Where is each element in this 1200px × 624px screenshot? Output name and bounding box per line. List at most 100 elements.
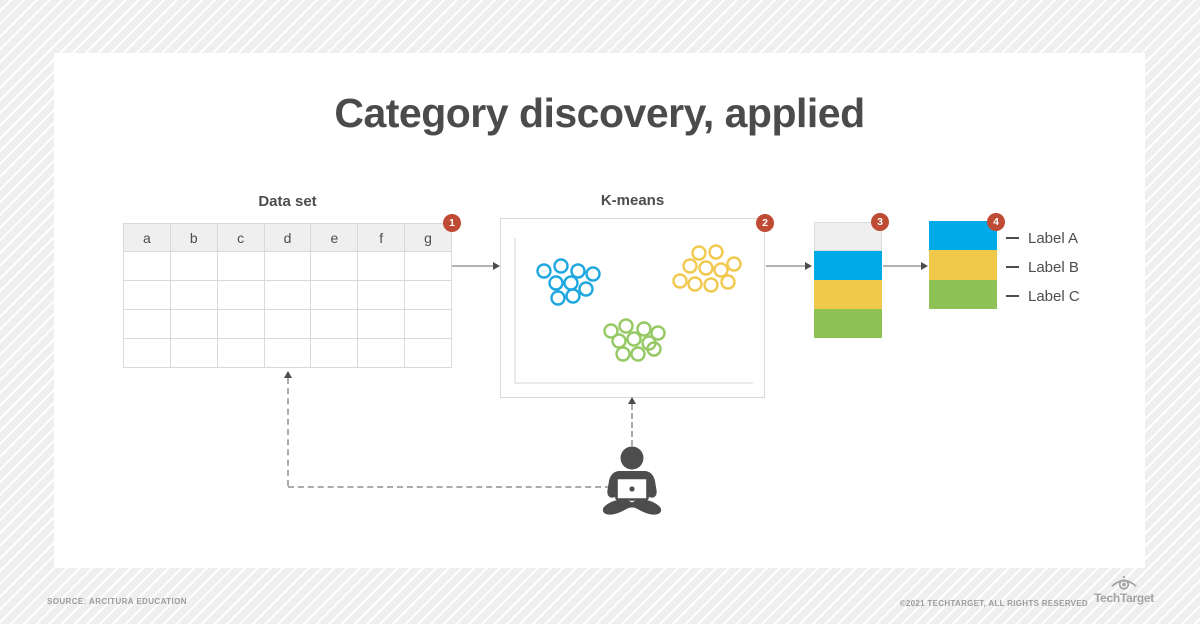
table-cell <box>217 339 265 368</box>
label-row: Label C <box>1006 287 1080 305</box>
table-cell <box>405 281 452 310</box>
kmeans-scatter-icon <box>514 238 753 384</box>
arrow-1-head-icon <box>493 261 500 270</box>
label-row: Label B <box>1006 258 1079 276</box>
bar-segment-cluster-yellow <box>929 250 997 280</box>
table-cell <box>405 252 452 281</box>
dashed-line-person-to-table-horizontal <box>288 486 611 488</box>
eye-icon <box>1111 576 1137 590</box>
green-cluster-point <box>603 323 619 339</box>
table-cell <box>405 310 452 339</box>
yellow-cluster-point <box>720 274 736 290</box>
table-cell <box>311 310 359 339</box>
bar-segment-cluster-blue <box>814 251 882 280</box>
dashed-line-person-to-kmeans <box>631 404 633 446</box>
yellow-cluster-point <box>687 276 703 292</box>
step-badge-3: 3 <box>871 213 889 231</box>
table-cell <box>264 339 312 368</box>
green-cluster-point <box>630 346 646 362</box>
table-cell <box>264 252 312 281</box>
kmeans-plot <box>500 218 765 398</box>
label-text: Label A <box>1028 229 1079 247</box>
table-cell <box>170 281 218 310</box>
table-cell <box>358 252 406 281</box>
table-cell <box>217 281 265 310</box>
table-header-a: a <box>124 224 171 252</box>
table-header-b: b <box>170 224 218 252</box>
blue-cluster-point <box>548 275 564 291</box>
table-cell <box>311 281 359 310</box>
arrow-2-line <box>766 265 806 267</box>
copyright-text: ©2021 TECHTARGET, ALL RIGHTS RESERVED <box>899 599 1088 608</box>
table-cell <box>264 281 312 310</box>
brand-name: TechTarget <box>1094 591 1154 605</box>
label-text: Label B <box>1028 258 1079 276</box>
label-row: Label A <box>1006 229 1078 247</box>
blue-cluster-point <box>570 263 586 279</box>
green-cluster-point <box>626 331 642 347</box>
yellow-cluster-point <box>726 256 742 272</box>
bar-segment-cluster-green <box>929 280 997 309</box>
table-header-c: c <box>217 224 265 252</box>
table-cell <box>124 281 171 310</box>
stacked-bar-2 <box>929 221 997 309</box>
person-laptop-icon <box>602 446 662 515</box>
yellow-cluster-point <box>682 258 698 274</box>
blue-cluster-point <box>563 275 579 291</box>
blue-cluster-point <box>585 266 601 282</box>
yellow-cluster-point <box>691 245 707 261</box>
green-cluster-point <box>650 325 666 341</box>
table-cell <box>358 281 406 310</box>
table-cell <box>405 339 452 368</box>
kmeans-title: K-means <box>600 192 665 209</box>
dataset-title: Data set <box>258 193 317 210</box>
table-cell <box>217 310 265 339</box>
table-cell <box>124 339 171 368</box>
plot-axes-icon <box>514 238 753 384</box>
yellow-cluster-point <box>672 273 688 289</box>
dashed-line-person-to-table-vertical <box>287 378 289 486</box>
arrow-3-head-icon <box>921 261 928 270</box>
bar-segment-unassigned <box>814 222 882 251</box>
green-cluster-point <box>615 346 631 362</box>
blue-cluster-point <box>565 288 581 304</box>
blue-cluster-point <box>578 281 594 297</box>
table-header-f: f <box>358 224 406 252</box>
arrow-2-head-icon <box>805 261 812 270</box>
label-tick-icon <box>1006 237 1019 239</box>
step-badge-4: 4 <box>987 213 1005 231</box>
table-header-d: d <box>264 224 312 252</box>
label-tick-icon <box>1006 266 1019 268</box>
source-credit: SOURCE: ARCITURA EDUCATION <box>47 597 187 606</box>
table-cell <box>217 252 265 281</box>
dashed-arrow-up-kmeans-icon <box>627 397 636 404</box>
yellow-cluster-point <box>713 262 729 278</box>
table-cell <box>358 310 406 339</box>
table-cell <box>170 252 218 281</box>
step-badge-2: 2 <box>756 214 774 232</box>
blue-cluster-point <box>536 263 552 279</box>
table-cell <box>311 339 359 368</box>
yellow-cluster-point <box>708 244 724 260</box>
arrow-3-line <box>883 265 922 267</box>
blue-cluster-point <box>550 290 566 306</box>
table-header-e: e <box>311 224 359 252</box>
bar-segment-cluster-yellow <box>814 280 882 309</box>
table-cell <box>124 252 171 281</box>
table-cell <box>170 339 218 368</box>
table-cell <box>124 310 171 339</box>
bar-segment-cluster-blue <box>929 221 997 250</box>
label-tick-icon <box>1006 295 1019 297</box>
arrow-1-line <box>452 265 494 267</box>
table-cell <box>170 310 218 339</box>
table-cell <box>358 339 406 368</box>
blue-cluster-point <box>553 258 569 274</box>
table-cell <box>311 252 359 281</box>
stacked-bar-1 <box>814 222 882 338</box>
bar-segment-cluster-green <box>814 309 882 338</box>
label-text: Label C <box>1028 287 1080 305</box>
page-title: Category discovery, applied <box>334 90 865 136</box>
green-cluster-point <box>618 318 634 334</box>
